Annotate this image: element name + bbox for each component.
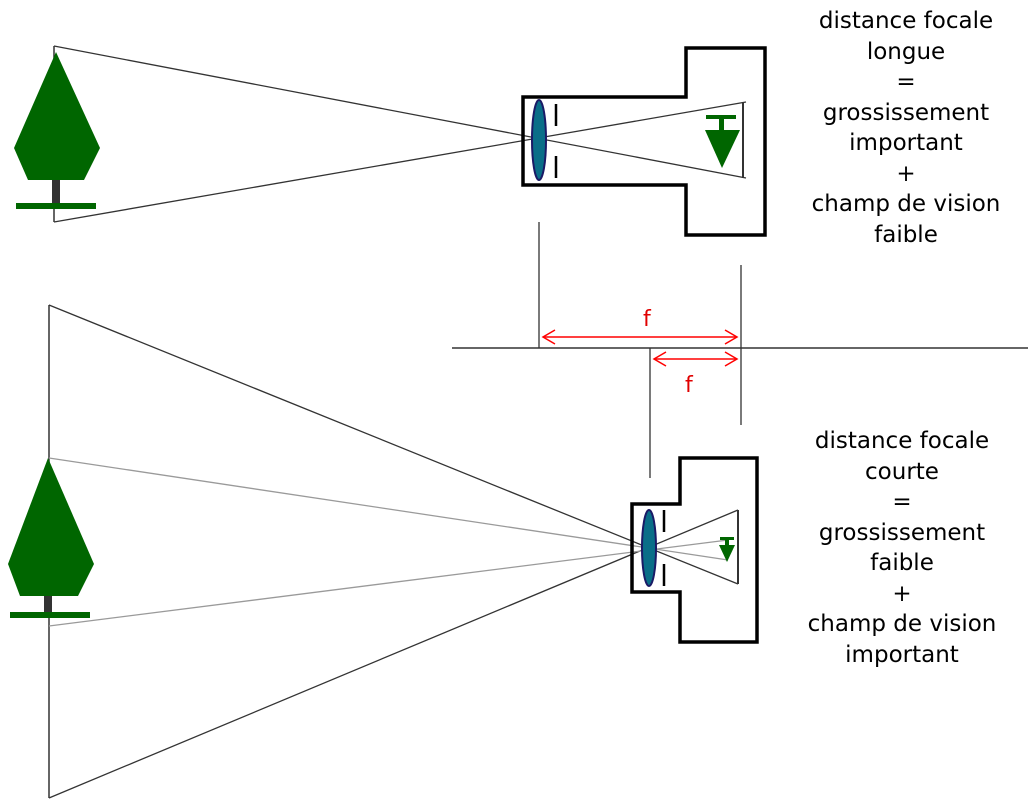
caption-line: faible	[870, 550, 934, 576]
caption-line: faible	[874, 221, 938, 248]
caption-line: +	[892, 580, 912, 607]
bottom-inverted-tree-icon	[719, 537, 735, 562]
short-focal-arrow	[652, 351, 739, 367]
caption-line: longue	[866, 38, 946, 65]
caption-line: grossissement	[818, 519, 986, 546]
bottom-ray-upper-wide	[48, 304, 739, 585]
caption-line: important	[849, 130, 963, 156]
caption-line: grossissement	[822, 99, 990, 126]
focal-measurement	[452, 222, 1028, 478]
top-inverted-tree-icon	[705, 115, 740, 168]
bottom-ray-lower-wide	[48, 509, 739, 799]
long-focal-arrow	[541, 329, 739, 345]
caption-line: distance focale	[814, 428, 990, 454]
bottom-ray-lower-tree	[48, 539, 729, 627]
short-focal-caption: distance focale courte = grossissement f…	[782, 426, 1022, 670]
top-lens-icon	[531, 99, 547, 181]
caption-line: =	[896, 69, 916, 95]
caption-line: champ de vision	[811, 191, 1001, 217]
bottom-ray-upper-tree	[48, 457, 729, 561]
caption-line: +	[896, 160, 916, 187]
top-ray-upper	[53, 45, 747, 179]
long-focal-scene	[14, 45, 767, 237]
caption-line: courte	[865, 458, 939, 485]
bottom-lens-icon	[641, 509, 657, 587]
top-ray-lower	[53, 101, 747, 223]
top-camera-body	[521, 46, 767, 237]
short-focal-label: f	[685, 373, 693, 398]
short-focal-scene	[8, 304, 759, 799]
bottom-tree-icon	[8, 458, 94, 618]
caption-line: champ de vision	[807, 611, 997, 637]
bottom-camera-body	[630, 456, 759, 644]
long-focal-label: f	[643, 307, 651, 332]
caption-line: important	[845, 641, 959, 668]
top-tree-icon	[14, 52, 100, 209]
caption-line: =	[892, 489, 912, 515]
caption-line: distance focale	[818, 8, 994, 34]
long-focal-caption: distance focale longue = grossissement i…	[786, 6, 1026, 250]
